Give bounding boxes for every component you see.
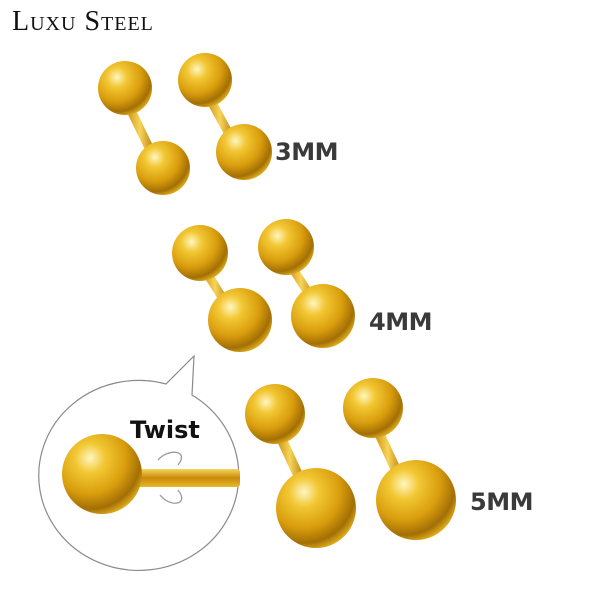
earring-3mm-left: [98, 61, 190, 195]
brand-logo: Luxu Steel: [12, 6, 154, 38]
size-label-5mm: 5MM: [470, 488, 533, 516]
callout-earring-detail: [62, 434, 240, 514]
earring-3mm-right: [178, 53, 272, 180]
size-label-3mm: 3MM: [275, 138, 338, 166]
brand-second: Steel: [84, 6, 154, 37]
twist-label: Twist: [130, 416, 200, 444]
earring-5mm-right: [343, 378, 456, 540]
size-label-4mm: 4MM: [369, 308, 432, 336]
brand-first: Luxu: [12, 6, 77, 37]
earring-5mm-left: [245, 384, 356, 548]
earring-4mm-right: [258, 219, 355, 348]
earring-4mm-left: [172, 225, 272, 352]
